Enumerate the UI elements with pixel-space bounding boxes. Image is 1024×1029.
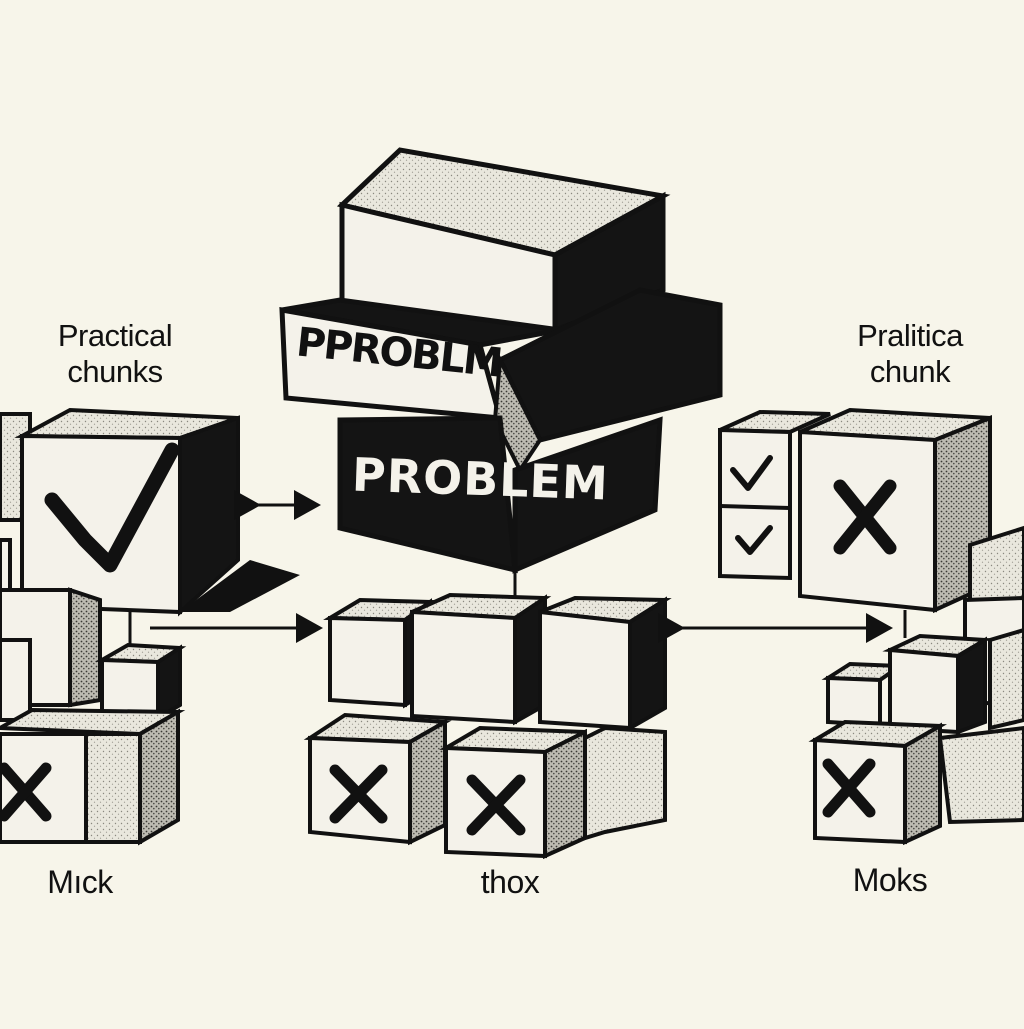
check-icon — [735, 525, 773, 555]
check-box — [14, 407, 240, 617]
left-chunk-cluster — [0, 407, 300, 846]
right-chunk-cluster — [718, 407, 1024, 846]
cross-box-left — [0, 707, 186, 846]
problem-front-text: PROBLEM — [351, 447, 610, 511]
cross-icon — [466, 774, 526, 836]
label-left-bottom: Mıck — [47, 864, 113, 900]
checklist-box — [718, 409, 831, 581]
problem-box — [279, 147, 723, 600]
center-box-3 — [538, 595, 672, 732]
stacked-boxes — [0, 538, 187, 722]
label-right-top-line2: chunk — [869, 353, 951, 389]
label-left-top-line1: Practical — [57, 318, 173, 353]
label-right-top: Pralitica chunk — [820, 318, 1000, 389]
check-icon — [730, 455, 773, 491]
label-center-bottom: thox — [480, 864, 540, 900]
cross-icon — [329, 764, 388, 824]
right-mid-boxes — [821, 633, 992, 735]
center-chunk-cluster — [303, 592, 672, 860]
label-left-top-line2: chunks — [67, 353, 163, 389]
cross-box-center-1 — [303, 712, 452, 846]
check-icon — [44, 442, 180, 573]
center-box-2 — [410, 592, 552, 726]
cross-icon — [822, 758, 876, 818]
cross-box-right-large — [798, 407, 992, 614]
label-left-top: Practical chunks — [20, 318, 210, 389]
cross-box-center-2 — [439, 725, 667, 860]
label-right-bottom: Moks — [852, 862, 928, 898]
cross-box-right — [808, 719, 1024, 846]
label-right-top-line1: Pralitica — [857, 318, 963, 353]
cross-icon — [833, 479, 897, 555]
cross-icon — [0, 762, 52, 822]
